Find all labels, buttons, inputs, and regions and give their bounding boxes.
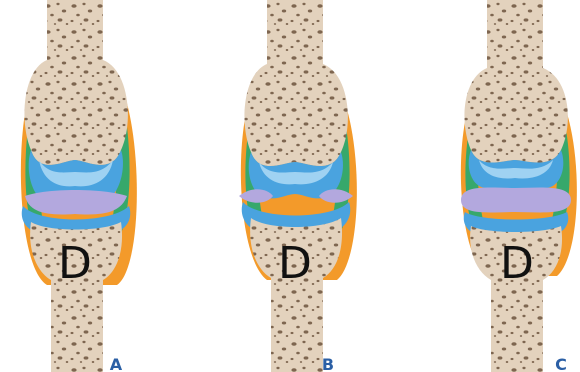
joint-panel-b: D B: [239, 0, 357, 372]
panel-label: B: [322, 355, 334, 372]
panel-label: C: [555, 355, 567, 372]
meniscus: [461, 188, 571, 213]
joint-panel-a: D A: [21, 0, 137, 372]
upper-bone: [244, 0, 347, 166]
joint-panel-c: D C: [461, 0, 577, 372]
bone-label: D: [500, 238, 534, 289]
meniscus: [25, 190, 127, 214]
bone-label: D: [58, 238, 92, 289]
bone-label: D: [278, 238, 312, 289]
upper-bone: [464, 0, 567, 163]
panel-label: A: [110, 355, 123, 372]
upper-bone: [24, 0, 127, 165]
